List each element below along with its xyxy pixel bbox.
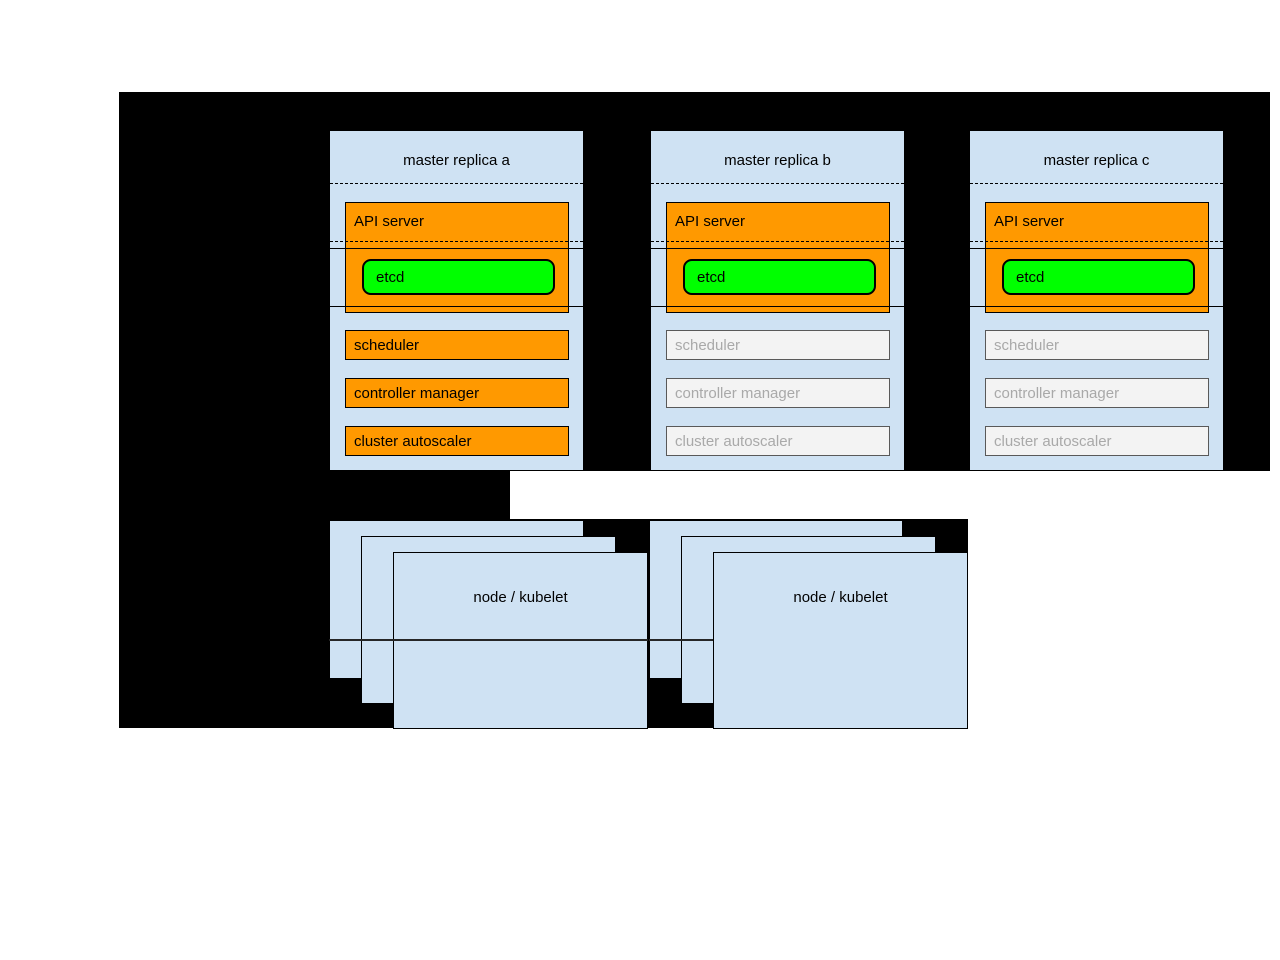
controller-manager-box: controller manager [345,378,569,408]
etcd-box: etcd [1002,259,1195,295]
background-panel-left [119,471,510,519]
master-replica-b-title: master replica b [724,151,831,169]
api-server-label: API server [994,213,1065,230]
master-replica-a-box: master replica a API server etcd schedul… [329,130,584,471]
api-server-label: API server [354,213,425,230]
divider-solid-1 [651,248,904,249]
api-server-box: API server etcd [345,202,569,313]
node-kubelet-label: node / kubelet [793,588,888,606]
divider-dashed-2 [970,241,1223,242]
divider-solid-2 [330,306,583,307]
cluster-autoscaler-box-inactive: cluster autoscaler [985,426,1209,456]
cluster-autoscaler-box: cluster autoscaler [345,426,569,456]
divider-dashed-1 [330,183,583,184]
scheduler-box-inactive: scheduler [666,330,890,360]
node-kubelet-label: node / kubelet [473,588,568,606]
divider-solid-2 [970,306,1223,307]
etcd-box: etcd [683,259,876,295]
node-stack2-divider-line [649,639,713,641]
master-replica-c-title: master replica c [1043,151,1150,169]
api-server-box: API server etcd [985,202,1209,313]
master-replica-a-title: master replica a [403,151,510,169]
node-stack2-front-box: node / kubelet [713,552,968,729]
master-replica-b-box: master replica b API server etcd schedul… [650,130,905,471]
divider-dashed-2 [651,241,904,242]
api-server-box: API server etcd [666,202,890,313]
controller-manager-box-inactive: controller manager [666,378,890,408]
divider-solid-2 [651,306,904,307]
scheduler-box-inactive: scheduler [985,330,1209,360]
api-server-label: API server [675,213,746,230]
cluster-autoscaler-box-inactive: cluster autoscaler [666,426,890,456]
controller-manager-box-inactive: controller manager [985,378,1209,408]
node-stack1-divider-line [329,639,648,641]
divider-solid-1 [330,248,583,249]
divider-dashed-1 [651,183,904,184]
etcd-box: etcd [362,259,555,295]
master-replica-c-box: master replica c API server etcd schedul… [969,130,1224,471]
scheduler-box: scheduler [345,330,569,360]
divider-dashed-2 [330,241,583,242]
divider-dashed-1 [970,183,1223,184]
divider-solid-1 [970,248,1223,249]
